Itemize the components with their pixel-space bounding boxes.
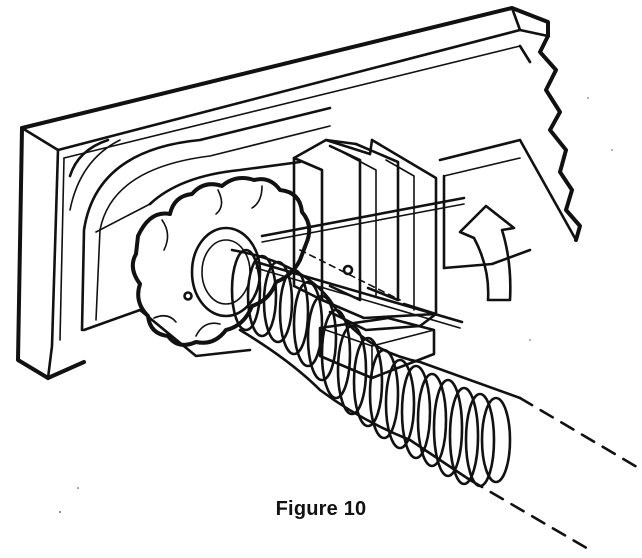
mount-block: [318, 316, 436, 380]
filter-assembly: [292, 138, 438, 332]
panel-housing: [16, 6, 582, 380]
scan-specks: [59, 97, 613, 513]
rods: [254, 196, 466, 329]
figure-caption: Figure 10: [275, 498, 367, 520]
rotation-arrow: [458, 204, 516, 302]
knurled-knob: [130, 176, 312, 347]
corrugated-tube: [230, 248, 642, 552]
